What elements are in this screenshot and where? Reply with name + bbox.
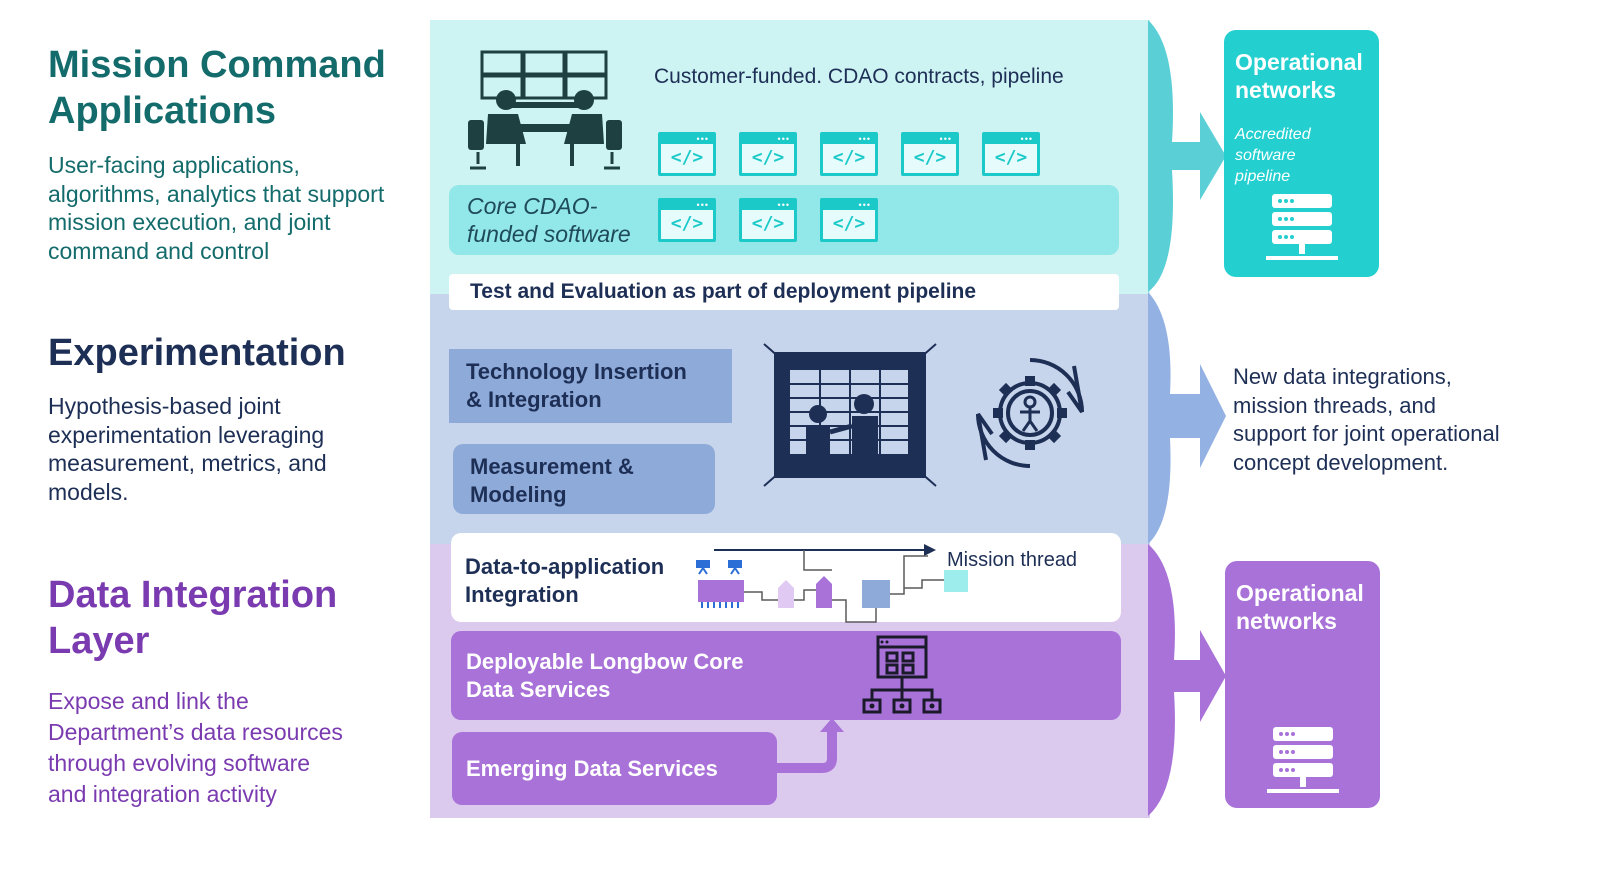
desc-line: algorithms, analytics that support — [48, 180, 385, 207]
team-whiteboard-icon — [763, 343, 937, 487]
data-integration-title: Data Integration Layer — [48, 572, 337, 664]
emerging-to-core-arrow — [776, 718, 844, 773]
data-integration-description: Expose and link the Department’s data re… — [48, 686, 343, 810]
desc-line: command and control — [48, 237, 270, 264]
code-dots: ••• — [858, 134, 871, 144]
code-window-icon: ••• </> — [658, 132, 716, 176]
code-dots: ••• — [777, 134, 790, 144]
code-dots: ••• — [939, 134, 952, 144]
technology-insertion-label: Technology Insertion & Integration — [466, 358, 687, 414]
desc-line: measurement, metrics, and — [48, 450, 327, 476]
core-cdao-label-line2: funded software — [467, 221, 631, 247]
code-window-icon: ••• </> — [982, 132, 1040, 176]
longbow-line1: Deployable Longbow Core — [466, 649, 744, 674]
server-icon — [1267, 727, 1339, 793]
desc-line: models. — [48, 478, 129, 505]
code-symbol: </> — [751, 213, 785, 234]
tech-insertion-line2: & Integration — [466, 387, 602, 412]
desc-line: Department’s data resources — [48, 719, 343, 745]
core-cdao-label: Core CDAO- funded software — [467, 192, 631, 248]
code-window-icon: ••• </> — [901, 132, 959, 176]
accredited-pipeline-label: Accredited software pipeline — [1235, 124, 1311, 187]
code-symbol: </> — [670, 213, 704, 234]
desc-line: and integration activity — [48, 781, 277, 807]
mission-command-title-line1: Mission Command — [48, 44, 386, 86]
desc-line: through evolving software — [48, 750, 311, 776]
data-to-app-label: Data-to-application Integration — [465, 553, 664, 609]
code-dots: ••• — [1020, 134, 1033, 144]
operational-networks-title: Operational networks — [1236, 579, 1364, 635]
tech-insertion-line1: Technology Insertion — [466, 359, 687, 384]
emerging-data-services-label: Emerging Data Services — [466, 756, 718, 781]
code-window-icon: ••• </> — [820, 132, 878, 176]
code-symbol: </> — [751, 147, 785, 168]
experimentation-title: Experimentation — [48, 332, 346, 374]
code-window-icon: ••• </> — [739, 132, 797, 176]
core-cdao-label-line1: Core CDAO- — [467, 193, 598, 219]
operational-networks-title-line1: Operational — [1235, 49, 1363, 75]
operational-networks-title: Operational networks — [1235, 48, 1363, 104]
customer-funded-text: Customer-funded. CDAO contracts, pipelin… — [654, 65, 1064, 88]
operational-networks-title-line2: networks — [1236, 608, 1337, 634]
new-integrations-text: New data integrations, mission threads, … — [1233, 363, 1500, 477]
longbow-core-label: Deployable Longbow Core Data Services — [466, 648, 743, 704]
operational-networks-title-line2: networks — [1235, 77, 1336, 103]
server-icon — [1266, 194, 1338, 260]
desc-line: User-facing applications, — [48, 152, 300, 178]
mission-command-title: Mission Command Applications — [48, 42, 386, 134]
code-symbol: </> — [832, 147, 866, 168]
technology-insertion-box — [449, 349, 732, 423]
arrow-to-bottom-network — [1148, 544, 1226, 816]
desc-line: Expose and link the — [48, 688, 249, 714]
longbow-core-box — [451, 631, 1121, 720]
arrow-to-new-integrations — [1148, 292, 1226, 544]
arrow-to-top-network — [1148, 20, 1226, 292]
sub-line: software — [1235, 147, 1296, 164]
code-dots: ••• — [696, 200, 709, 210]
code-dots: ••• — [777, 200, 790, 210]
code-symbol: </> — [913, 147, 947, 168]
code-dots: ••• — [696, 134, 709, 144]
emerging-data-services-box — [452, 732, 777, 805]
measurement-modeling-box — [453, 444, 715, 514]
control-room-icon — [468, 50, 622, 170]
data-to-app-line2: Integration — [465, 582, 579, 607]
data-hierarchy-icon — [862, 635, 942, 714]
sub-line: pipeline — [1235, 168, 1291, 185]
text-line: concept development. — [1233, 449, 1449, 475]
sub-line: Accredited — [1235, 126, 1311, 143]
code-window-icon: ••• </> — [739, 198, 797, 242]
mission-thread-label: Mission thread — [947, 549, 1078, 571]
data-integration-title-line1: Data Integration — [48, 574, 338, 616]
text-line: support for joint operational — [1233, 421, 1500, 446]
code-dots: ••• — [858, 200, 871, 210]
data-to-app-line1: Data-to-application — [465, 554, 665, 579]
mission-thread-flow-icon — [696, 544, 968, 623]
text-line: New data integrations, — [1233, 364, 1452, 389]
desc-line: mission execution, and joint — [48, 209, 331, 235]
longbow-line2: Data Services — [466, 677, 611, 702]
code-symbol: </> — [670, 147, 704, 168]
desc-line: Hypothesis-based joint — [48, 393, 281, 419]
code-symbol: </> — [832, 213, 866, 234]
flow-arrows — [1148, 20, 1226, 816]
code-window-icon: ••• </> — [658, 198, 716, 242]
text-line: mission threads, and — [1233, 392, 1436, 418]
measurement-line2: Modeling — [470, 482, 567, 507]
operational-networks-title-line1: Operational — [1236, 580, 1364, 606]
operational-networks-card-top: Operational networks Accredited software… — [1224, 30, 1379, 277]
gear-cycle-icon — [976, 358, 1084, 468]
mission-command-description: User-facing applications, algorithms, an… — [48, 151, 384, 265]
measurement-modeling-label: Measurement & Modeling — [470, 453, 634, 509]
measurement-line1: Measurement & — [470, 454, 634, 479]
mission-command-title-line2: Applications — [48, 90, 277, 132]
data-integration-title-line2: Layer — [48, 620, 150, 662]
code-window-icon: ••• </> — [820, 198, 878, 242]
test-evaluation-label: Test and Evaluation as part of deploymen… — [470, 280, 977, 303]
test-evaluation-bar — [449, 274, 1119, 310]
experimentation-description: Hypothesis-based joint experimentation l… — [48, 392, 327, 506]
code-symbol: </> — [994, 147, 1028, 168]
desc-line: experimentation leveraging — [48, 421, 325, 448]
operational-networks-card-bottom: Operational networks — [1225, 561, 1380, 808]
